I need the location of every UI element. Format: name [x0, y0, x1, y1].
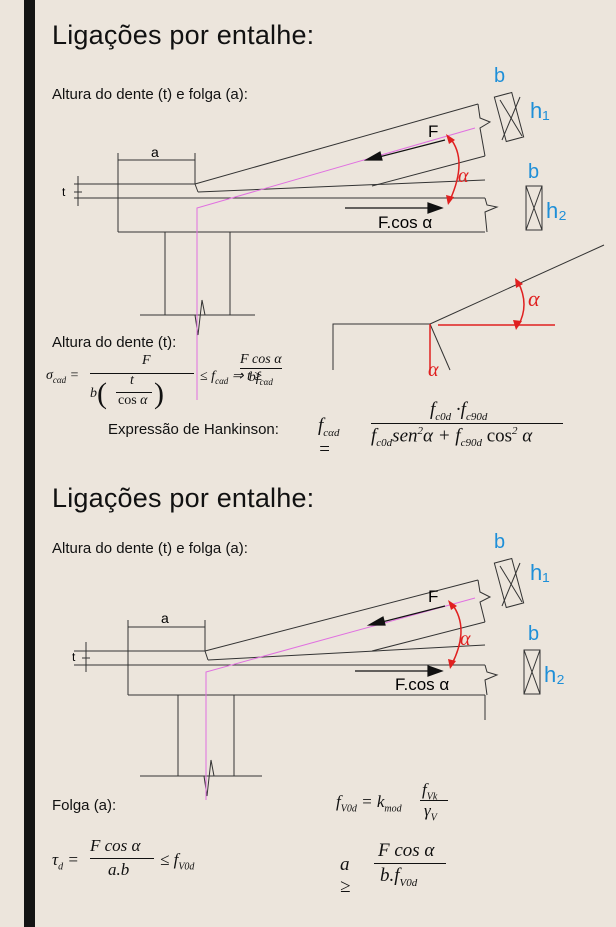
slide1-diagram: F.cos α F a t α α α b h₁ b h₂	[62, 65, 605, 400]
slide2-subtitle: Altura do dente (t) e folga (a):	[52, 540, 248, 557]
t-formula: F cos α bfcαd	[240, 352, 282, 387]
slide1-a-label: a	[151, 144, 159, 160]
slide2-a-label: a	[161, 610, 169, 626]
slide2-h1-label: h₁	[530, 560, 550, 585]
slide2-alpha-label: α	[460, 628, 471, 650]
slide1-t-label: t	[62, 185, 66, 199]
slide1-Fcos-label: F.cos α	[378, 213, 432, 232]
slide1-alpha3-label: α	[428, 359, 439, 381]
slide1-alpha2-label: α	[528, 286, 540, 311]
slide1-b1-label: b	[494, 65, 505, 87]
slide2-title: Ligações por entalhe:	[52, 483, 315, 513]
slide1-F-label: F	[428, 122, 438, 141]
slide1-title: Ligações por entalhe:	[52, 20, 315, 50]
slide2-h2-label: h₂	[544, 662, 565, 687]
slide2-Fcos-label: F.cos α	[395, 675, 449, 694]
slide2-F-label: F	[428, 587, 438, 606]
slide1-alpha1-label: α	[458, 165, 469, 187]
slide1-subtitle: Altura do dente (t) e folga (a):	[52, 86, 248, 103]
slide2-b1-label: b	[494, 531, 505, 553]
slide1-b2-label: b	[528, 161, 539, 183]
slide2-section-label: Folga (a):	[52, 797, 117, 814]
slide2-t-label: t	[72, 650, 76, 664]
slide1-h2-label: h₂	[546, 198, 567, 223]
sigma-formula: σcαd = F b( t cos α ) ≤ fcαd ⇒ t ≥	[46, 353, 263, 410]
slide2-b2-label: b	[528, 623, 539, 645]
left-accent-bar	[24, 0, 35, 927]
hankinson-label: Expressão de Hankinson:	[108, 421, 279, 438]
slide1-h1-label: h₁	[530, 98, 550, 123]
slide1-section-label: Altura do dente (t):	[52, 334, 177, 351]
